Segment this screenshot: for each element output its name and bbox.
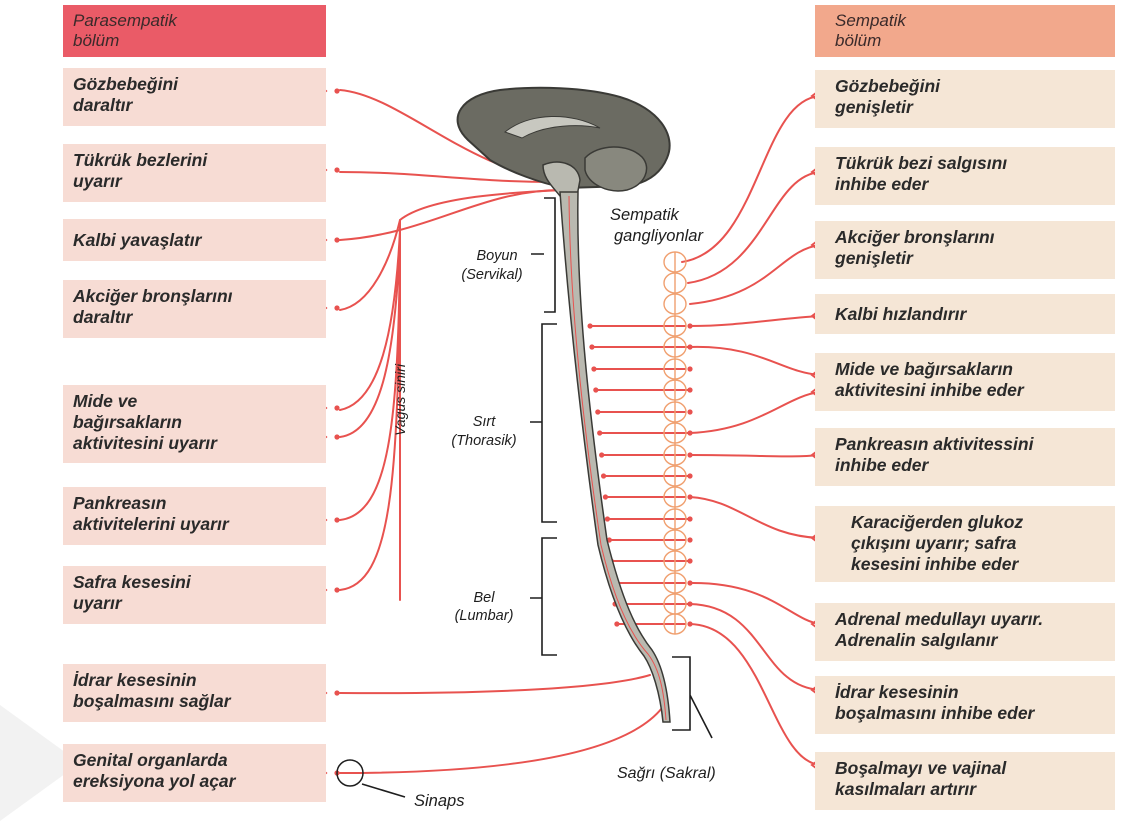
para-effect-heart: Kalbi yavaşlatır <box>63 219 326 261</box>
para-effect-pancreas: Pankreasın aktivitelerini uyarır <box>63 487 326 545</box>
thoracic-label: Sırt(Thorasik) <box>451 414 516 449</box>
para-synapse-0 <box>334 88 339 93</box>
symp-effect-heart: Kalbi hızlandırır <box>815 294 1115 334</box>
symp-nerve-1 <box>688 172 820 283</box>
symp-nerve-2 <box>690 245 820 304</box>
thoracic-bracket <box>530 324 557 522</box>
sympathetic-header: Sempatik bölüm <box>815 5 1115 57</box>
para-effect-gut: Mide ve bağırsakların aktivitesini uyarı… <box>63 385 326 463</box>
symp-effect-gut: Mide ve bağırsakların aktivitesini inhib… <box>815 353 1115 411</box>
synapse-pointer <box>362 784 405 797</box>
symp-nerve-5 <box>690 392 820 433</box>
symp-effect-bronchi: Akciğer bronşlarını genişletir <box>815 221 1115 279</box>
ramus-dot-6 <box>599 452 604 457</box>
ganglion-dot-7 <box>687 473 692 478</box>
para-synapse-7 <box>334 587 339 592</box>
symp-effect-liver: Karaciğerden glukoz çıkışını uyarır; saf… <box>815 506 1115 582</box>
vagus-nerve-label: Vagus siniri <box>392 363 408 436</box>
symp-nerve-3 <box>690 316 820 326</box>
para-synapse-8 <box>334 690 339 695</box>
cervical-bracket <box>531 198 555 312</box>
para-effect-genital: Genital organlarda ereksiyona yol açar <box>63 744 326 802</box>
symp-effect-bladder: İdrar kesesinin boşalmasını inhibe eder <box>815 676 1115 734</box>
ramus-dot-2 <box>591 366 596 371</box>
symp-nerve-7 <box>690 497 820 538</box>
para-nerve-8 <box>340 675 650 693</box>
ramus-dot-9 <box>605 516 610 521</box>
para-synapse-6 <box>334 517 339 522</box>
cervical-label: Boyun(Servikal) <box>461 248 522 283</box>
para-synapse-4 <box>334 405 339 410</box>
symp-effect-adrenal: Adrenal medullayı uyarır. Adrenalin salg… <box>815 603 1115 661</box>
para-synapse-2 <box>334 237 339 242</box>
symp-nerve-10 <box>690 624 820 765</box>
spinal-cord <box>560 192 670 722</box>
sacral-label: Sağrı (Sakral) <box>617 765 716 782</box>
ramus-dot-0 <box>587 323 592 328</box>
para-effect-salivary: Tükrük bezlerini uyarır <box>63 144 326 202</box>
symp-nerve-6 <box>690 455 820 456</box>
sympathetic-ganglion-chain <box>664 252 686 634</box>
ramus-dot-8 <box>603 494 608 499</box>
para-synapse-1 <box>334 167 339 172</box>
symp-nerve-4 <box>690 347 820 375</box>
spinal-cord-center-line <box>569 196 666 720</box>
para-nerve-3 <box>340 220 400 310</box>
ganglion-dot-9 <box>687 516 692 521</box>
symp-effect-salivary: Tükrük bezi salgısını inhibe eder <box>815 147 1115 205</box>
sacral-bracket <box>672 657 712 738</box>
para-synapse-3 <box>334 305 339 310</box>
symp-effect-pancreas: Pankreasın aktivitessini inhibe eder <box>815 428 1115 486</box>
ganglion-dot-4 <box>687 409 692 414</box>
synapse-label: Sinaps <box>414 792 464 810</box>
ramus-dot-5 <box>597 430 602 435</box>
para-nerve-9 <box>340 708 662 773</box>
para-effect-bronchi: Akciğer bronşlarını daraltır <box>63 280 326 338</box>
para-synapse-5 <box>334 434 339 439</box>
ramus-dot-7 <box>601 473 606 478</box>
ramus-dot-3 <box>593 387 598 392</box>
symp-effect-sexual: Boşalmayı ve vajinal kasılmaları artırır <box>815 752 1115 810</box>
para-effect-bladder: İdrar kesesinin boşalmasını sağlar <box>63 664 326 722</box>
para-effect-pupil: Gözbebeğini daraltır <box>63 68 326 126</box>
ramus-dot-4 <box>595 409 600 414</box>
ganglion-dot-10 <box>687 537 692 542</box>
symp-nerve-8 <box>690 583 820 624</box>
para-nerve-4 <box>340 230 400 410</box>
ramus-dot-14 <box>614 621 619 626</box>
para-nerve-2 <box>340 190 562 240</box>
para-effect-gallbladder: Safra kesesini uyarır <box>63 566 326 624</box>
symp-effect-pupil: Gözbebeğini genişletir <box>815 70 1115 128</box>
ramus-dot-1 <box>589 344 594 349</box>
lumbar-label: Bel(Lumbar) <box>455 590 514 624</box>
ganglion-dot-2 <box>687 366 692 371</box>
lumbar-bracket <box>530 538 557 655</box>
ganglion-dot-11 <box>687 558 692 563</box>
parasympathetic-header: Parasempatik bölüm <box>63 5 326 57</box>
ganglion-dot-3 <box>687 387 692 392</box>
